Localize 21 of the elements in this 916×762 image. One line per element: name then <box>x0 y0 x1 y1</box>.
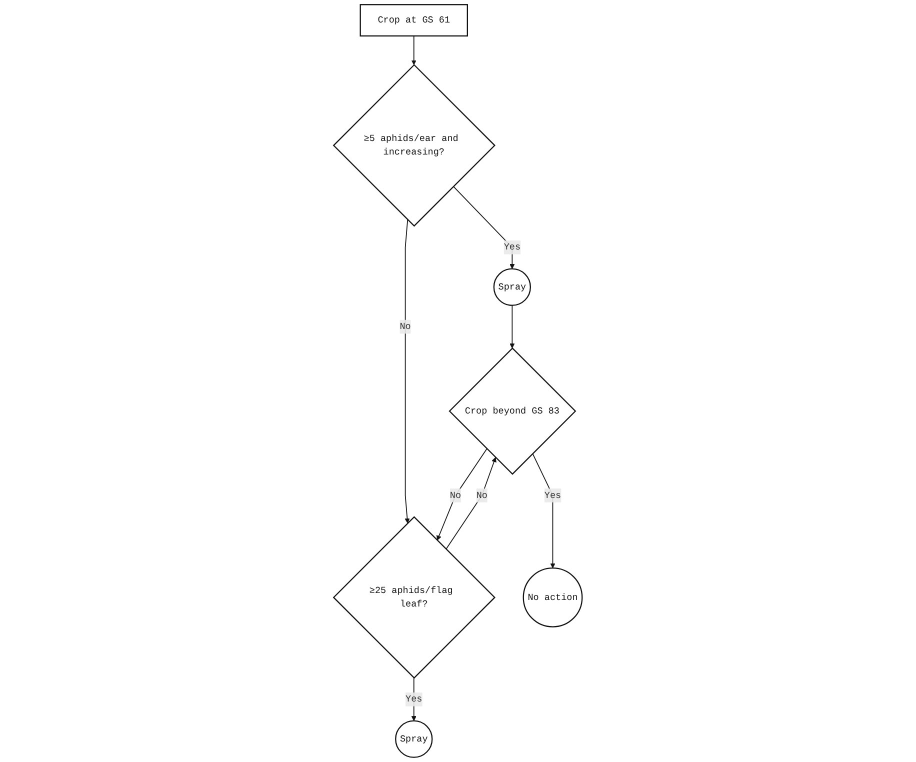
edge-label: No <box>400 322 411 332</box>
arrow <box>532 453 556 568</box>
edge-label: No <box>476 490 488 501</box>
node-diamond: Crop beyond GS 83 <box>448 347 576 475</box>
node-circle: Spray <box>395 720 433 758</box>
arrow <box>446 457 497 550</box>
arrow <box>411 35 417 66</box>
node-diamond: ≥5 aphids/ear and increasing? <box>332 64 496 227</box>
edge-label: Yes <box>544 490 562 501</box>
arrow <box>510 304 515 348</box>
edge-label: Yes <box>406 694 422 705</box>
node-circle: Spray <box>493 268 532 306</box>
node-box: Crop at GS 61 <box>360 4 468 36</box>
edge-label: No <box>450 490 462 501</box>
node-circle: No action <box>522 567 583 628</box>
arrow <box>404 219 410 524</box>
arrow <box>436 448 488 540</box>
node-diamond: ≥25 aphids/flag leaf? <box>332 516 496 679</box>
edge-label: Yes <box>504 242 521 253</box>
arrow <box>411 678 417 722</box>
arrow <box>453 186 515 270</box>
